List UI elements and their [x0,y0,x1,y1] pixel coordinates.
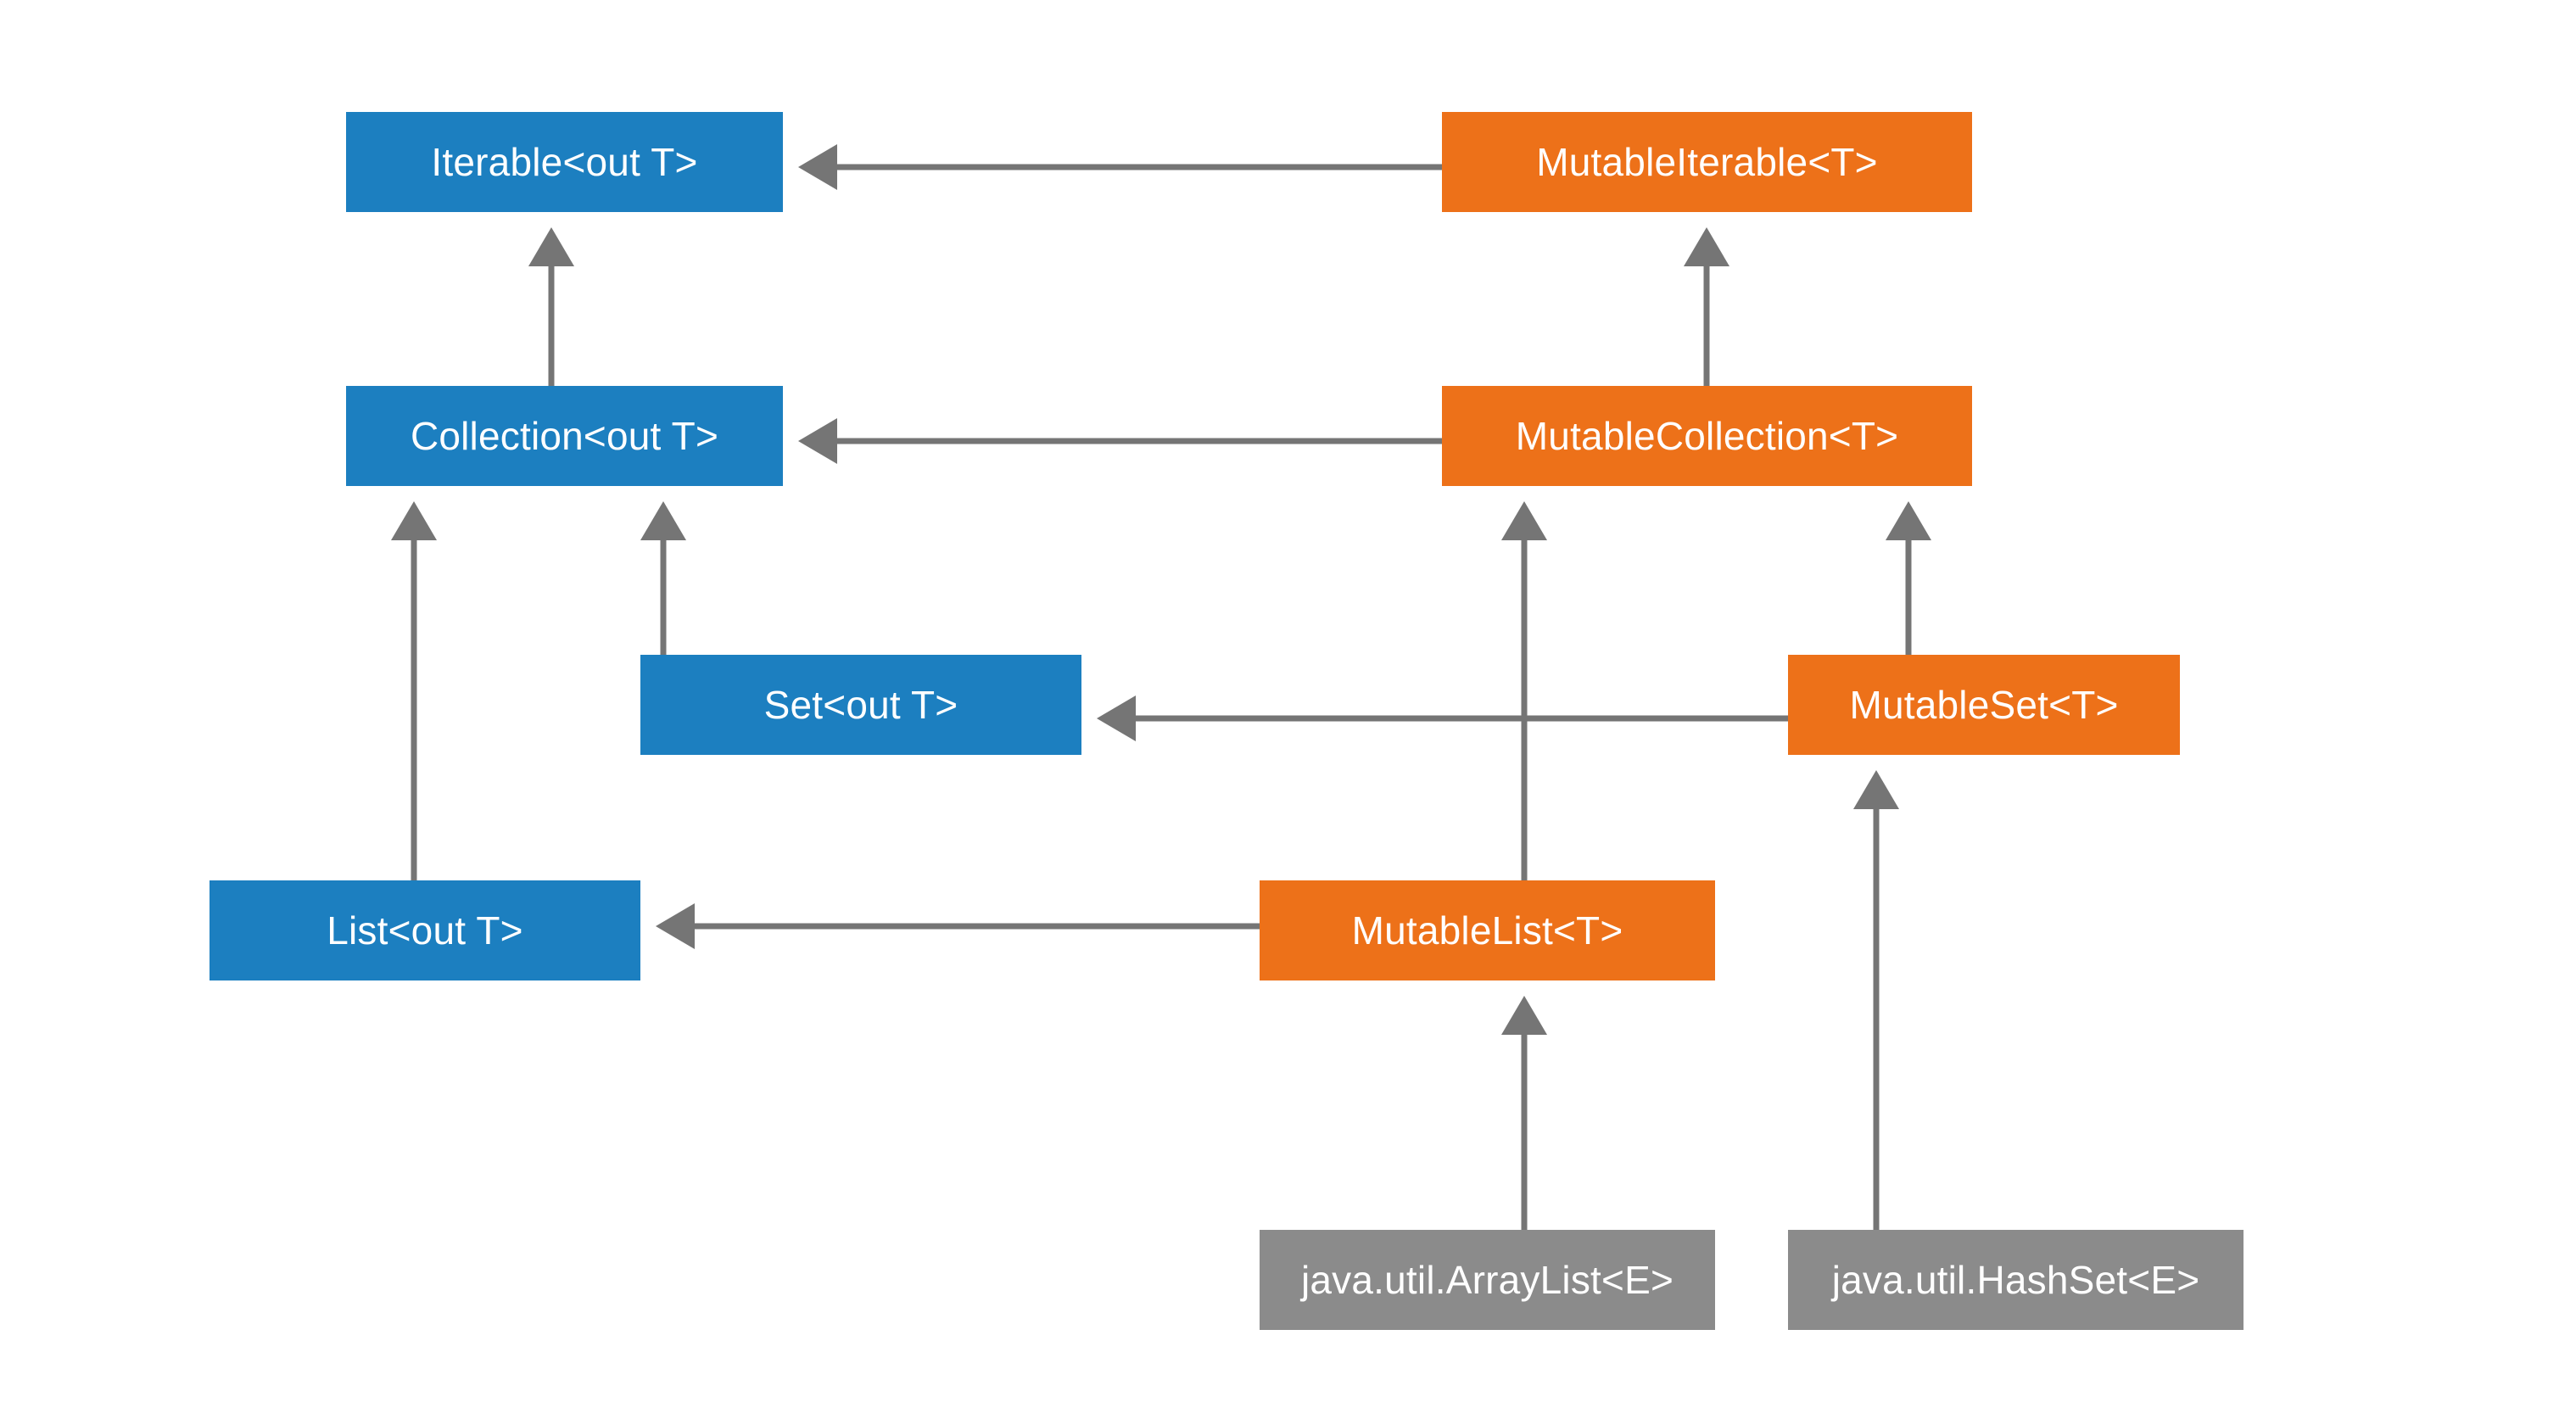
edge-array-list-to-mutable-list [1501,996,1547,1230]
edge-mutable-list-to-mutable-collection [1501,501,1547,880]
arrowhead-icon [1501,996,1547,1035]
arrowhead-icon [1097,696,1136,741]
class-box-label: Set<out T> [763,683,958,727]
class-box-label: java.util.ArrayList<E> [1300,1258,1674,1302]
class-box-mutable-set[interactable]: MutableSet<T> [1788,655,2180,755]
arrowhead-icon [1853,770,1899,809]
class-box-label: java.util.HashSet<E> [1831,1258,2200,1302]
class-box-mutable-collection[interactable]: MutableCollection<T> [1442,386,1972,486]
arrowhead-icon [656,903,695,949]
class-box-hash-set[interactable]: java.util.HashSet<E> [1788,1230,2244,1330]
edge-mutable-collection-to-mutable-iterable [1684,227,1729,386]
class-box-set[interactable]: Set<out T> [640,655,1081,755]
class-box-label: List<out T> [327,908,523,953]
edge-mutable-iterable-to-iterable [798,144,1442,190]
arrowhead-icon [798,418,837,464]
arrowhead-icon [391,501,437,540]
class-box-label: Iterable<out T> [431,140,698,184]
arrowhead-icon [640,501,686,540]
class-box-list[interactable]: List<out T> [210,880,640,980]
arrowhead-icon [1501,501,1547,540]
arrowhead-icon [1684,227,1729,266]
edge-mutable-set-to-set [1097,696,1788,741]
edge-collection-to-iterable [528,227,574,386]
class-box-array-list[interactable]: java.util.ArrayList<E> [1260,1230,1715,1330]
edge-list-to-collection [391,501,437,880]
arrowhead-icon [1886,501,1931,540]
arrowhead-icon [798,144,837,190]
class-box-label: Collection<out T> [410,414,719,458]
class-box-iterable[interactable]: Iterable<out T> [346,112,783,212]
edge-mutable-list-to-list [656,903,1260,949]
class-box-label: MutableList<T> [1351,908,1623,953]
arrowhead-icon [528,227,574,266]
edge-set-to-collection [640,501,686,655]
class-box-mutable-iterable[interactable]: MutableIterable<T> [1442,112,1972,212]
edge-mutable-set-to-mutable-collection [1886,501,1931,655]
edge-hash-set-to-mutable-set [1853,770,1899,1230]
class-box-label: MutableCollection<T> [1515,414,1899,458]
class-box-collection[interactable]: Collection<out T> [346,386,783,486]
class-box-label: MutableSet<T> [1849,683,2119,727]
class-box-label: MutableIterable<T> [1536,140,1878,184]
edge-mutable-collection-to-collection [798,418,1442,464]
class-box-mutable-list[interactable]: MutableList<T> [1260,880,1715,980]
